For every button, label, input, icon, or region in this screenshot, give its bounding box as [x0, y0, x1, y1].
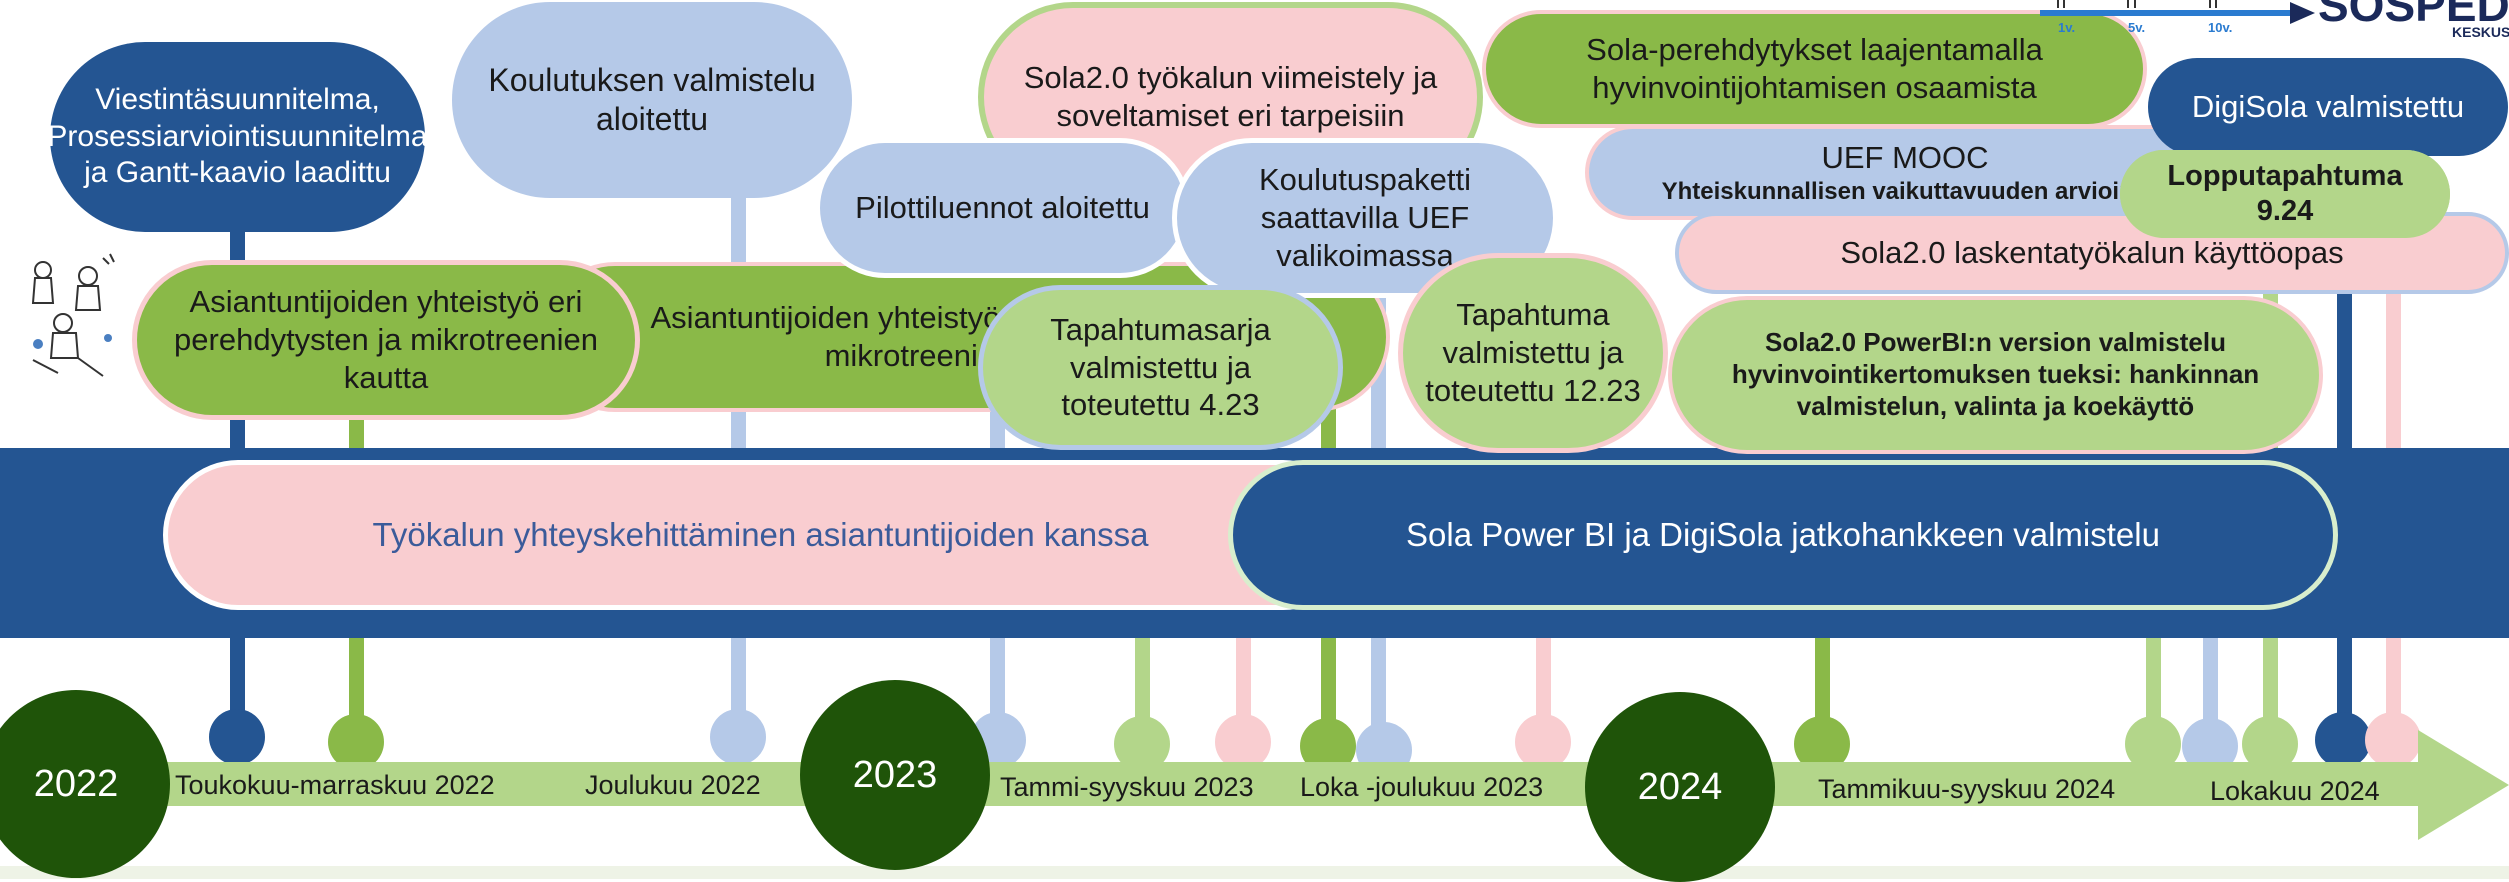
logo-tick-10: 10v.: [2208, 20, 2233, 35]
year-2023: 2023: [800, 680, 990, 870]
asiantuntija-bubble: Asiantuntijoiden yhteistyö eri perehdyty…: [132, 260, 640, 420]
logo-name: SOSPED: [2318, 0, 2509, 28]
logo-arrow-icon: [2040, 0, 2315, 24]
powerbi-bubble: Sola2.0 PowerBI:n version valmistelu hyv…: [1668, 296, 2323, 454]
pilotti-bubble: Pilottiluennot aloitettu: [815, 138, 1190, 278]
lopputapahtuma-bubble-top: Lopputapahtuma 9.24: [2120, 150, 2450, 238]
uef-mooc-bubble: UEF MOOC Yhteiskunnallisen vaikuttavuude…: [1585, 125, 2225, 220]
perehdytykset-bubble: Sola-perehdytykset laajentamalla hyvinvo…: [1482, 10, 2147, 128]
kayttoopas-bubble: Sola2.0 laskentatyökalun käyttöopas: [1675, 212, 2509, 294]
year-2022: 2022: [0, 690, 170, 878]
period-label: Joulukuu 2022: [585, 770, 761, 800]
band-left-label: Työkalun yhteyskehittäminen asiantuntijo…: [163, 460, 1358, 610]
koulutuksen-bubble: Koulutuksen valmistelu aloitettu: [452, 2, 852, 198]
bottom-strip: [0, 866, 2509, 879]
logo-tick-1: 1v.: [2058, 20, 2076, 35]
period-label: Toukokuu-marraskuu 2022: [175, 770, 495, 800]
tapahtuma-bubble: Tapahtuma valmistettu ja toteutettu 12.2…: [1398, 253, 1668, 453]
period-label: Loka -joulukuu 2023: [1300, 772, 1544, 802]
period-label: Lokakuu 2024: [2210, 776, 2380, 806]
uef-mooc-subtitle: Yhteiskunnallisen vaikuttavuuden arvioin…: [1661, 177, 2149, 205]
year-2024: 2024: [1585, 692, 1775, 882]
period-label: Tammi-syyskuu 2023: [1000, 772, 1254, 802]
people-illustration: [31, 253, 115, 377]
uef-mooc-title: UEF MOOC: [1821, 139, 1989, 175]
period-label: Tammikuu-syyskuu 2024: [1818, 774, 2116, 804]
tapahtumasarja-bubble: Tapahtumasarja valmistettu ja toteutettu…: [978, 285, 1343, 450]
viestinta-bubble: Viestintäsuunnitelma, Prosessiarviointis…: [47, 42, 428, 232]
logo-tick-5: 5v.: [2128, 20, 2146, 35]
logo-subtitle: KESKUS: [2452, 24, 2509, 40]
digisola-bubble: DigiSola valmistettu: [2148, 58, 2508, 156]
band-right-label: Sola Power BI ja DigiSola jatkohankkeen …: [1228, 460, 2338, 610]
